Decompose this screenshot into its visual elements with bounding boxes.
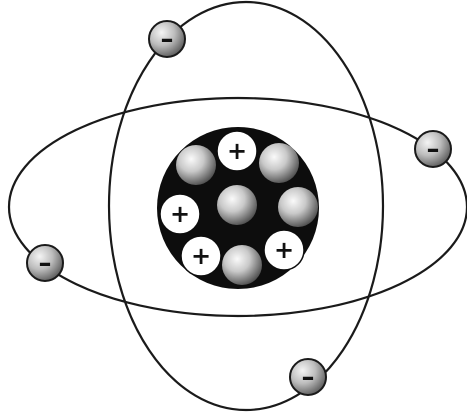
proton-sign: + (227, 137, 247, 165)
electron-4: – (290, 359, 326, 395)
electron-sign: – (161, 25, 174, 55)
neutron (222, 245, 262, 285)
proton-sign: + (170, 200, 190, 228)
neutron (176, 145, 216, 185)
proton-sign: + (191, 242, 211, 270)
electron-sign: – (39, 249, 52, 279)
neutron (217, 185, 257, 225)
neutron (278, 187, 318, 227)
electron-3: – (27, 245, 63, 281)
electron-sign: – (302, 363, 315, 393)
proton-4: + (264, 230, 304, 270)
electron-1: – (149, 21, 185, 57)
electron-sign: – (427, 135, 440, 165)
proton-3: + (181, 236, 221, 276)
proton-sign: + (274, 236, 294, 264)
proton-1: + (217, 131, 257, 171)
proton-2: + (160, 194, 200, 234)
electron-2: – (415, 131, 451, 167)
neutron (259, 143, 299, 183)
